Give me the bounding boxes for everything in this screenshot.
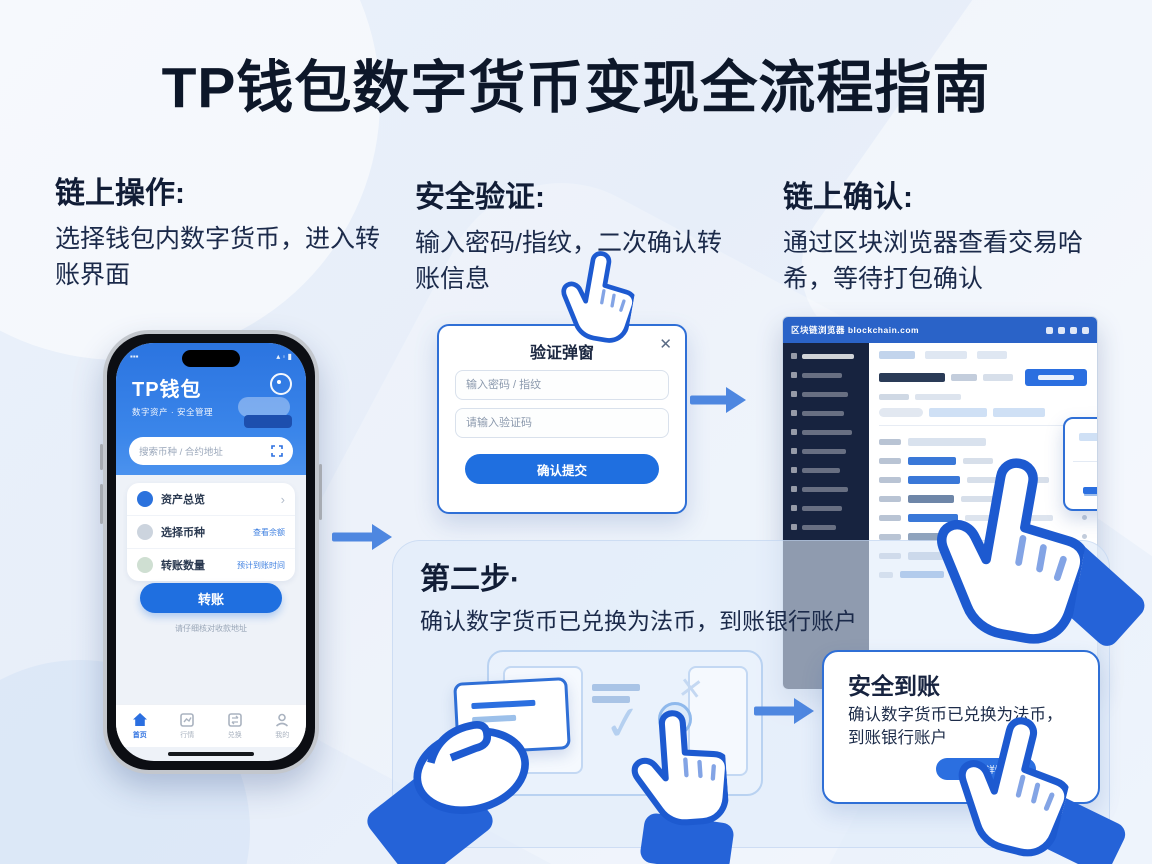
block-link[interactable] <box>908 513 958 522</box>
sidebar-item[interactable] <box>791 486 861 492</box>
list-item-label: 转账数量 <box>161 560 205 572</box>
arrow-right-icon <box>332 523 392 551</box>
volume-button <box>100 444 103 470</box>
qr-scan-icon[interactable] <box>271 445 283 457</box>
profile-icon <box>276 713 289 727</box>
popup-link[interactable] <box>1083 487 1097 494</box>
tx-detail-row <box>879 527 1087 546</box>
arrow-right-icon <box>690 386 746 414</box>
status-icons: ▴ ◦ ▮ <box>276 352 292 361</box>
search-placeholder: 搜索币种 / 合约地址 <box>139 447 223 458</box>
status-time: ▪▪▪ <box>130 352 139 361</box>
shield-icon <box>791 353 797 359</box>
power-button <box>319 464 322 520</box>
step1-heading: 链上操作: <box>55 177 185 210</box>
popup-text-bar <box>1079 433 1097 441</box>
scan-icon[interactable] <box>270 373 292 395</box>
tx-hash-link[interactable] <box>908 456 956 465</box>
volume-button <box>100 484 103 524</box>
explorer-logo: 区块链浏览器 blockchain.com <box>791 325 920 335</box>
home-indicator <box>168 752 254 756</box>
sidebar-item[interactable] <box>791 410 861 416</box>
card-body: 确认数字货币已兑换为法币，到账银行账户 <box>848 706 1063 748</box>
sidebar-item[interactable] <box>791 391 861 397</box>
nav-market[interactable]: 行情 <box>164 705 212 747</box>
transfer-caption: 请仔细核对收款地址 <box>175 624 247 633</box>
sidebar-item[interactable] <box>791 448 861 454</box>
step3-heading: 链上确认: <box>783 181 913 214</box>
market-icon <box>180 713 195 727</box>
sidebar-item[interactable] <box>791 372 861 378</box>
token-icon <box>137 491 153 507</box>
sidebar-item[interactable] <box>791 353 861 359</box>
token-icon <box>137 557 153 573</box>
verification-dialog: 验证弹窗 ✕ 确认提交 <box>437 324 687 514</box>
arrow-right-icon <box>754 697 814 725</box>
step2-heading: 第二步· <box>420 563 520 596</box>
list-item[interactable]: 选择币种 查看余额 <box>127 516 295 549</box>
sidebar-item[interactable] <box>791 505 861 511</box>
close-icon[interactable]: ✕ <box>659 336 672 353</box>
card-title: 安全到账 <box>848 673 940 699</box>
tx-header-row <box>879 369 1087 386</box>
confirmation-popup <box>1063 417 1097 511</box>
code-field[interactable] <box>455 408 669 438</box>
address-link[interactable] <box>908 475 960 484</box>
pressing-hand <box>626 703 730 831</box>
step1-body: 选择钱包内数字货币，进入转账界面 <box>55 225 381 289</box>
step1-block: 链上操作: 选择钱包内数字货币，进入转账界面 <box>55 168 385 293</box>
search-bar[interactable]: 搜索币种 / 合约地址 <box>129 437 293 465</box>
nav-profile[interactable]: 我的 <box>259 705 307 747</box>
password-field[interactable] <box>455 370 669 400</box>
list-item-label: 资产总览 <box>161 494 205 506</box>
step3-body: 通过区块浏览器查看交易哈希，等待打包确认 <box>783 229 1084 293</box>
nav-swap[interactable]: 兑换 <box>211 705 259 747</box>
list-item[interactable]: 转账数量 预计到账时间 <box>127 549 295 581</box>
dynamic-island <box>182 350 240 367</box>
app-title: TP钱包 <box>132 379 202 401</box>
app-subtitle: 数字资产 · 安全管理 <box>132 407 214 417</box>
step2-body: 确认数字货币已兑换为法币，到账银行账户 <box>420 608 857 634</box>
swap-icon <box>227 713 242 727</box>
illustration-text-bars <box>592 684 640 703</box>
dialog-title: 验证弹窗 <box>529 345 594 362</box>
phone-screen: ▪▪▪ ▴ ◦ ▮ TP钱包 数字资产 · 安全管理 搜索币种 / 合约地址 <box>116 343 306 761</box>
app-header: ▪▪▪ ▴ ◦ ▮ TP钱包 数字资产 · 安全管理 搜索币种 / 合约地址 <box>116 343 306 475</box>
token-icon <box>137 524 153 540</box>
transfer-button[interactable]: 转账 <box>140 583 282 613</box>
sidebar-item[interactable] <box>791 429 861 435</box>
tab[interactable] <box>977 351 1007 359</box>
header-mini-button[interactable] <box>244 415 292 428</box>
cloud-graphic <box>238 397 290 417</box>
list-item-value: 查看余额 <box>253 527 285 537</box>
step2-block: 安全验证: 输入密码/指纹，二次确认转账信息 <box>415 172 745 297</box>
asset-list-card: 资产总览 › 选择币种 查看余额 转账数量 预计到账时间 <box>127 483 295 581</box>
step2-body: 输入密码/指纹，二次确认转账信息 <box>415 229 722 293</box>
phone-mockup: ▪▪▪ ▴ ◦ ▮ TP钱包 数字资产 · 安全管理 搜索币种 / 合约地址 <box>100 330 322 774</box>
page-title: TP钱包数字货币变现全流程指南 <box>161 56 991 120</box>
sidebar-item[interactable] <box>791 467 861 473</box>
tab[interactable] <box>925 351 967 359</box>
step2-heading: 安全验证: <box>415 181 545 214</box>
list-item-label: 选择币种 <box>161 527 205 539</box>
confirm-submit-button[interactable]: 确认提交 <box>465 454 659 484</box>
sidebar-item[interactable] <box>791 524 861 530</box>
bottom-nav: 首页 行情 兑换 我的 <box>116 704 306 747</box>
list-item[interactable]: 资产总览 › <box>127 483 295 516</box>
status-bar: ▪▪▪ ▴ ◦ ▮ <box>130 352 292 361</box>
explorer-topbar: 区块链浏览器 blockchain.com <box>783 317 1097 343</box>
explorer-tabs <box>879 351 1087 359</box>
list-item-value: 预计到账时间 <box>237 560 285 570</box>
topbar-icons[interactable] <box>1046 326 1089 334</box>
nav-home[interactable]: 首页 <box>116 705 164 747</box>
step3-block: 链上确认: 通过区块浏览器查看交易哈希，等待打包确认 <box>783 172 1113 297</box>
refresh-button[interactable] <box>1025 369 1087 386</box>
chevron-right-icon: › <box>280 491 285 507</box>
home-icon <box>132 713 147 726</box>
tab[interactable] <box>879 351 915 359</box>
